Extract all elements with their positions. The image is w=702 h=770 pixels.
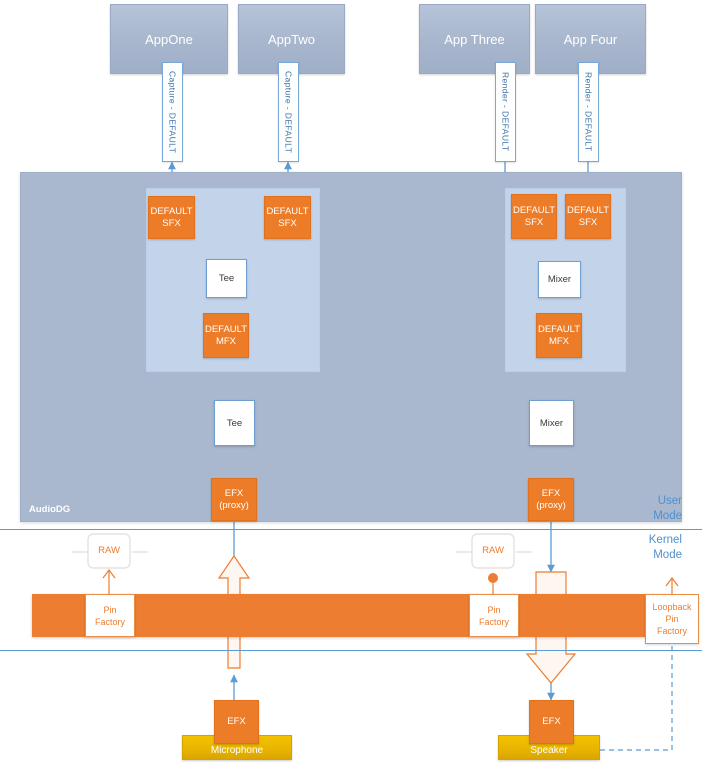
raw-token-render-shape — [471, 533, 515, 569]
raw-token-capture-shape — [87, 533, 131, 569]
node-line1: DEFAULT — [204, 323, 248, 335]
capture-default-sfx-right[interactable]: DEFAULT SFX — [264, 196, 311, 239]
app-label: AppOne — [145, 31, 193, 47]
user-mode-line2: Mode — [653, 510, 682, 522]
node-label: Mixer — [547, 274, 572, 285]
capture-default-mfx[interactable]: DEFAULT MFX — [203, 313, 249, 358]
node-line1: DEFAULT — [566, 204, 610, 216]
capture-tee-outer[interactable]: Tee — [214, 400, 255, 446]
render-efx-proxy[interactable]: EFX (proxy) — [528, 478, 574, 521]
pin-factory-line1: Pin — [103, 604, 117, 615]
node-line1: DEFAULT — [537, 323, 581, 335]
node-label: Tee — [226, 417, 243, 429]
render-raw-endpoint-dot — [488, 573, 498, 583]
arrowhead-loopback — [665, 577, 679, 587]
dashed-speaker-to-loopback — [600, 645, 673, 751]
node-line2: SFX — [278, 217, 297, 229]
node-line1: DEFAULT — [150, 205, 193, 217]
speaker-efx[interactable]: EFX — [529, 700, 574, 744]
app-label: AppTwo — [268, 31, 315, 47]
node-line1: EFX — [542, 716, 561, 727]
node-line2: SFX — [578, 216, 598, 228]
microphone-device[interactable]: Microphone — [182, 735, 292, 760]
kernel-driver-bar — [32, 594, 670, 637]
node-line1: DEFAULT — [512, 204, 556, 216]
node-line2: (proxy) — [219, 499, 249, 511]
microphone-label: Microphone — [210, 745, 264, 756]
pin-factory-line2: Factory — [478, 616, 509, 627]
raw-arrow-capture-label: RAW — [230, 600, 240, 623]
node-line1: EFX — [227, 716, 246, 727]
pin-factory-render[interactable]: Pin Factory — [469, 594, 519, 637]
speaker-label: Speaker — [530, 745, 568, 756]
audiodg-label: AudioDG — [29, 504, 71, 515]
user-mode-label: User Mode — [620, 494, 682, 524]
capture-efx-proxy[interactable]: EFX (proxy) — [211, 478, 257, 521]
arrowhead-pinfactory-capture — [102, 569, 116, 579]
node-label: Tee — [218, 273, 235, 284]
loopback-pin-factory[interactable]: Loopback Pin Factory — [645, 594, 699, 644]
pin-factory-line2: Factory — [94, 616, 125, 627]
stream-label: Capture - DEFAULT — [283, 70, 294, 154]
stream-connector-appfour[interactable]: Render - DEFAULT — [578, 62, 599, 162]
stream-label: Render - DEFAULT — [583, 72, 594, 152]
node-line2: SFX — [524, 216, 544, 228]
render-default-sfx-left[interactable]: DEFAULT SFX — [511, 194, 557, 239]
raw-arrow-render-label: RAW — [547, 600, 557, 623]
kernel-mode-line2: Mode — [653, 549, 682, 561]
capture-default-sfx-left[interactable]: DEFAULT SFX — [148, 196, 195, 239]
node-line1: EFX — [541, 487, 561, 499]
raw-token-capture-label: RAW — [98, 545, 120, 556]
node-label: Mixer — [539, 417, 564, 429]
user-mode-line1: User — [657, 495, 682, 507]
pin-factory-capture[interactable]: Pin Factory — [85, 594, 135, 637]
node-line2: SFX — [162, 217, 181, 229]
render-mixer-inner[interactable]: Mixer — [538, 261, 581, 298]
stream-label: Capture - DEFAULT — [167, 70, 178, 154]
microphone-efx[interactable]: EFX — [214, 700, 259, 744]
loopback-line3: Factory — [656, 626, 687, 636]
raw-token-render-label: RAW — [482, 545, 504, 556]
stream-label: Render - DEFAULT — [500, 72, 511, 152]
node-line1: EFX — [224, 487, 244, 499]
node-line2: (proxy) — [536, 499, 566, 511]
app-label: App Three — [444, 31, 505, 47]
render-default-mfx[interactable]: DEFAULT MFX — [536, 313, 582, 358]
node-line1: DEFAULT — [266, 205, 309, 217]
app-label: App Four — [563, 31, 618, 47]
node-line2: MFX — [548, 335, 570, 347]
stream-connector-apptwo[interactable]: Capture - DEFAULT — [278, 62, 299, 162]
render-default-sfx-right[interactable]: DEFAULT SFX — [565, 194, 611, 239]
pin-factory-line1: Pin — [487, 604, 501, 615]
kernel-mode-line1: Kernel — [648, 534, 682, 546]
stream-connector-appthree[interactable]: Render - DEFAULT — [495, 62, 516, 162]
stream-connector-appone[interactable]: Capture - DEFAULT — [162, 62, 183, 162]
render-mixer-outer[interactable]: Mixer — [529, 400, 574, 446]
node-line2: MFX — [215, 335, 237, 347]
capture-tee-inner[interactable]: Tee — [206, 259, 247, 298]
kernel-mode-label: Kernel Mode — [620, 533, 682, 563]
kernel-divider-bottom — [0, 650, 702, 651]
loopback-line2: Pin — [665, 614, 679, 624]
user-kernel-divider-top — [0, 529, 702, 530]
loopback-line1: Loopback — [652, 602, 692, 612]
